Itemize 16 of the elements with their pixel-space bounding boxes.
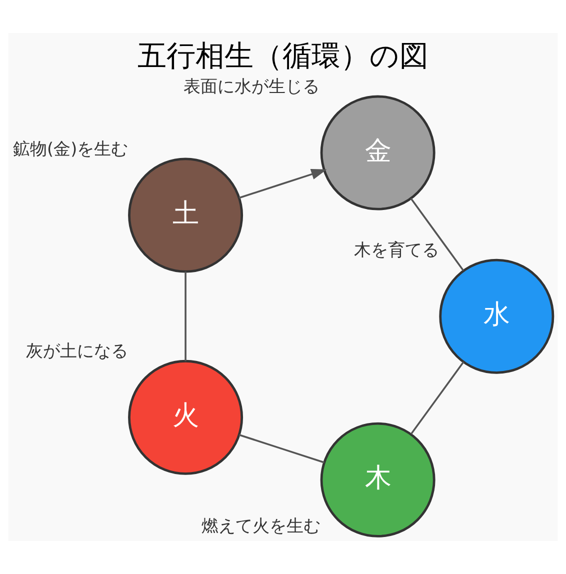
connector [238, 434, 325, 464]
node-label: 燃えて火を生む [202, 516, 321, 536]
node-label: 木を育てる [354, 239, 440, 260]
node-circle: 火 [128, 360, 244, 475]
diagram-title: 五行相生（循環）の図 [138, 38, 428, 73]
node-circle: 土 [128, 158, 244, 273]
node-label: 鉱物(金)を生む [13, 138, 128, 158]
connector [410, 198, 464, 271]
connector [410, 361, 464, 435]
node-label: 灰が土になる [26, 340, 128, 361]
node-circle: 木 [320, 422, 436, 538]
node-circle: 水 [439, 258, 554, 374]
connector [184, 272, 186, 362]
node-circle: 金 [320, 95, 436, 210]
arrow [238, 169, 327, 199]
node-label: 表面に水が生じる [184, 76, 320, 96]
